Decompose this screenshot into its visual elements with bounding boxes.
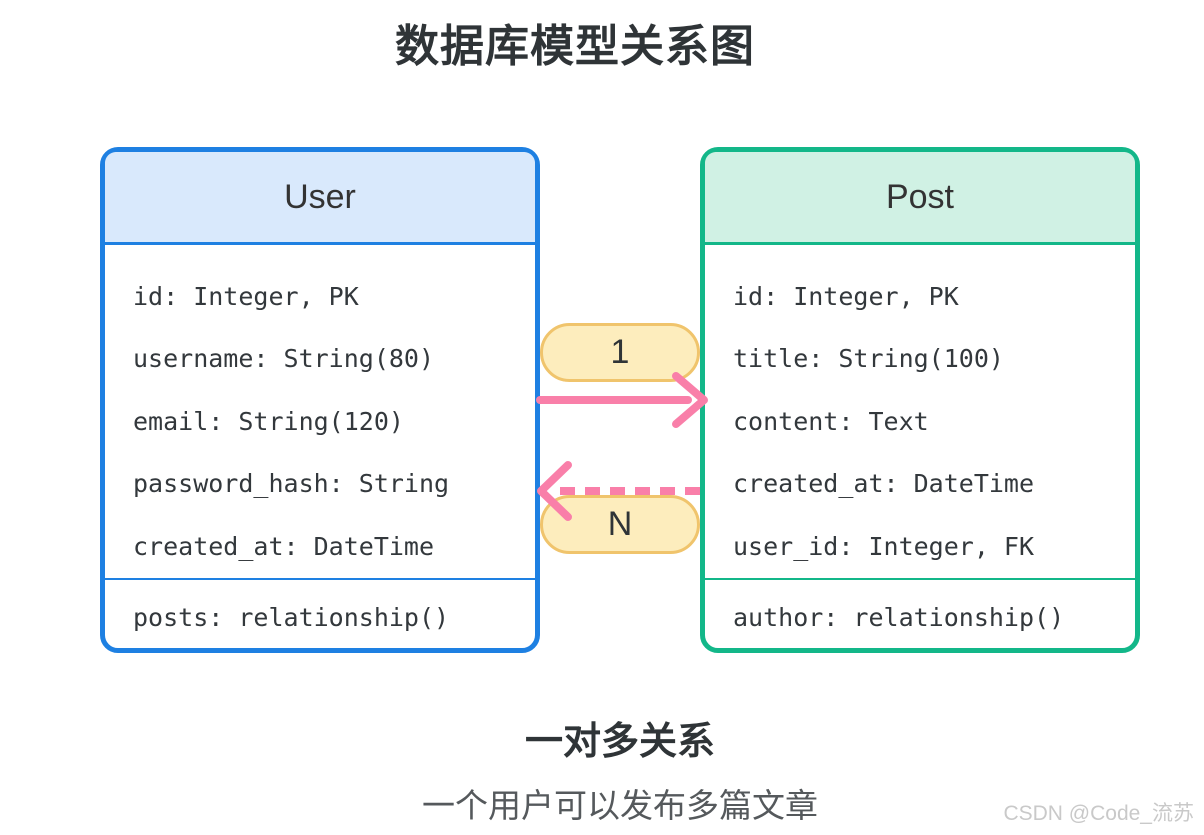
field-row: created_at: DateTime — [133, 531, 435, 561]
field-row: content: Text — [733, 406, 929, 436]
relationship-row: posts: relationship() — [133, 602, 450, 632]
field-row: created_at: DateTime — [733, 469, 1035, 499]
watermark: CSDN @Code_流苏 — [1003, 802, 1194, 825]
field-row: password_hash: String — [133, 469, 450, 499]
field-row: user_id: Integer, FK — [733, 531, 1035, 561]
entity-user-name: User — [284, 177, 356, 216]
entity-post-field-list: id: Integer, PK title: String(100) conte… — [705, 245, 1135, 578]
cardinality-one-badge: 1 — [540, 323, 700, 382]
cardinality-many-badge: N — [540, 495, 700, 554]
entity-user-header: User — [105, 152, 535, 245]
one-to-many-arrow — [536, 372, 708, 428]
diagram-title: 数据库模型关系图 — [395, 22, 755, 71]
entity-divider — [105, 578, 535, 580]
entity-user: User id: Integer, PK username: String(80… — [100, 147, 540, 653]
field-row: id: Integer, PK — [733, 281, 959, 311]
entity-user-field-list: id: Integer, PK username: String(80) ema… — [105, 245, 535, 578]
entity-divider — [705, 578, 1135, 580]
entity-post: Post id: Integer, PK title: String(100) … — [700, 147, 1140, 653]
relationship-row: author: relationship() — [733, 602, 1065, 632]
caption-title: 一对多关系 — [524, 721, 715, 763]
entity-post-name: Post — [885, 177, 955, 216]
field-row: username: String(80) — [133, 344, 435, 374]
field-row: email: String(120) — [133, 406, 404, 436]
caption-subtitle: 一个用户可以发布多篇文章 — [422, 787, 818, 824]
field-row: id: Integer, PK — [133, 281, 359, 311]
entity-post-header: Post — [705, 152, 1135, 245]
field-row: title: String(100) — [733, 344, 1004, 374]
